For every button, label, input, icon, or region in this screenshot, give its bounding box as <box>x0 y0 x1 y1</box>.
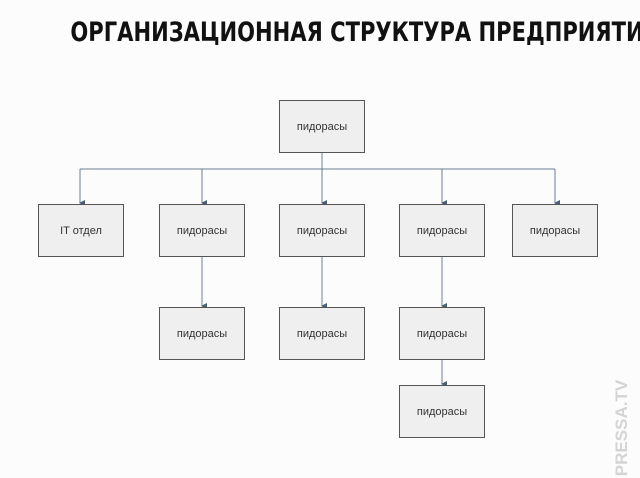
page-title: ОРГАНИЗАЦИОННАЯ СТРУКТУРА ПРЕДПРИЯТИЯ <box>70 17 640 48</box>
node-level3: пидорасы <box>399 385 485 438</box>
node-level1: пидорасы <box>159 204 245 257</box>
node-level2: пидорасы <box>159 307 245 360</box>
watermark: PRESSA.TV <box>612 379 631 477</box>
node-root: пидорасы <box>279 100 365 153</box>
node-level1: пидорасы <box>512 204 598 257</box>
node-level1: пидорасы <box>399 204 485 257</box>
node-it-department: IT отдел <box>38 204 124 257</box>
node-level2: пидорасы <box>399 307 485 360</box>
node-level1: пидорасы <box>279 204 365 257</box>
node-level2: пидорасы <box>279 307 365 360</box>
